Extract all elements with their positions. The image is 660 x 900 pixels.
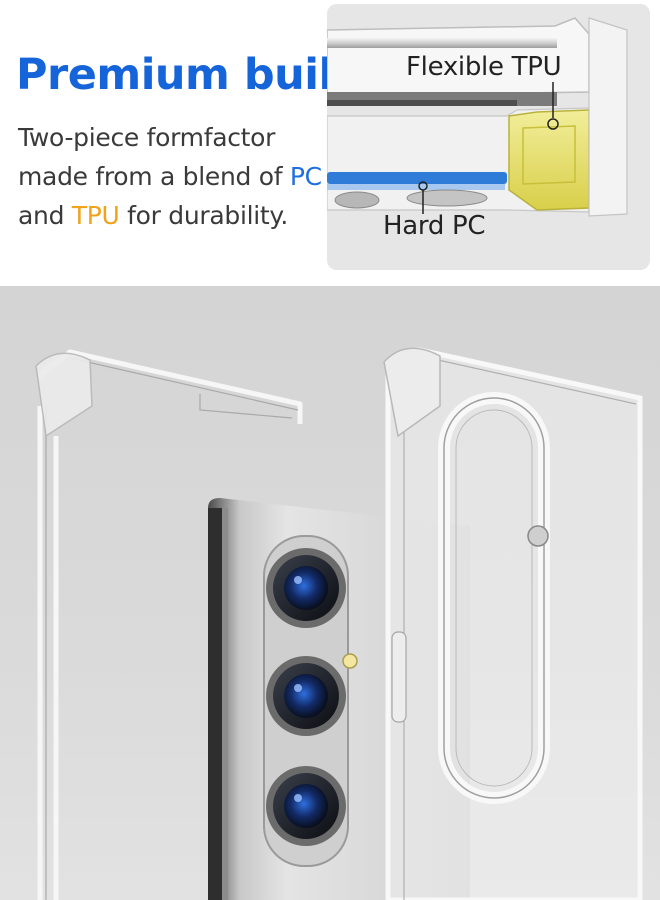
headline: Premium build. bbox=[16, 50, 379, 100]
feature-description: Two-piece formfactor made from a blend o… bbox=[18, 118, 322, 235]
pc-highlight: PC bbox=[289, 162, 322, 191]
material-closeup-panel: Flexible TPU Hard PC bbox=[327, 4, 650, 270]
tpu-highlight: TPU bbox=[71, 201, 120, 230]
hard-pc-label: Hard PC bbox=[383, 211, 486, 241]
description-line-3-suffix: for durability. bbox=[119, 201, 288, 230]
description-line-2-prefix: made from a blend of bbox=[18, 162, 290, 191]
description-line-3-prefix: and bbox=[18, 201, 72, 230]
flexible-tpu-label: Flexible TPU bbox=[406, 52, 562, 82]
product-render-panel bbox=[0, 286, 660, 900]
case-and-phone-illustration bbox=[35, 347, 643, 900]
description-line-1: Two-piece formfactor bbox=[18, 123, 276, 152]
case-edge-closeup-illustration bbox=[327, 4, 650, 270]
